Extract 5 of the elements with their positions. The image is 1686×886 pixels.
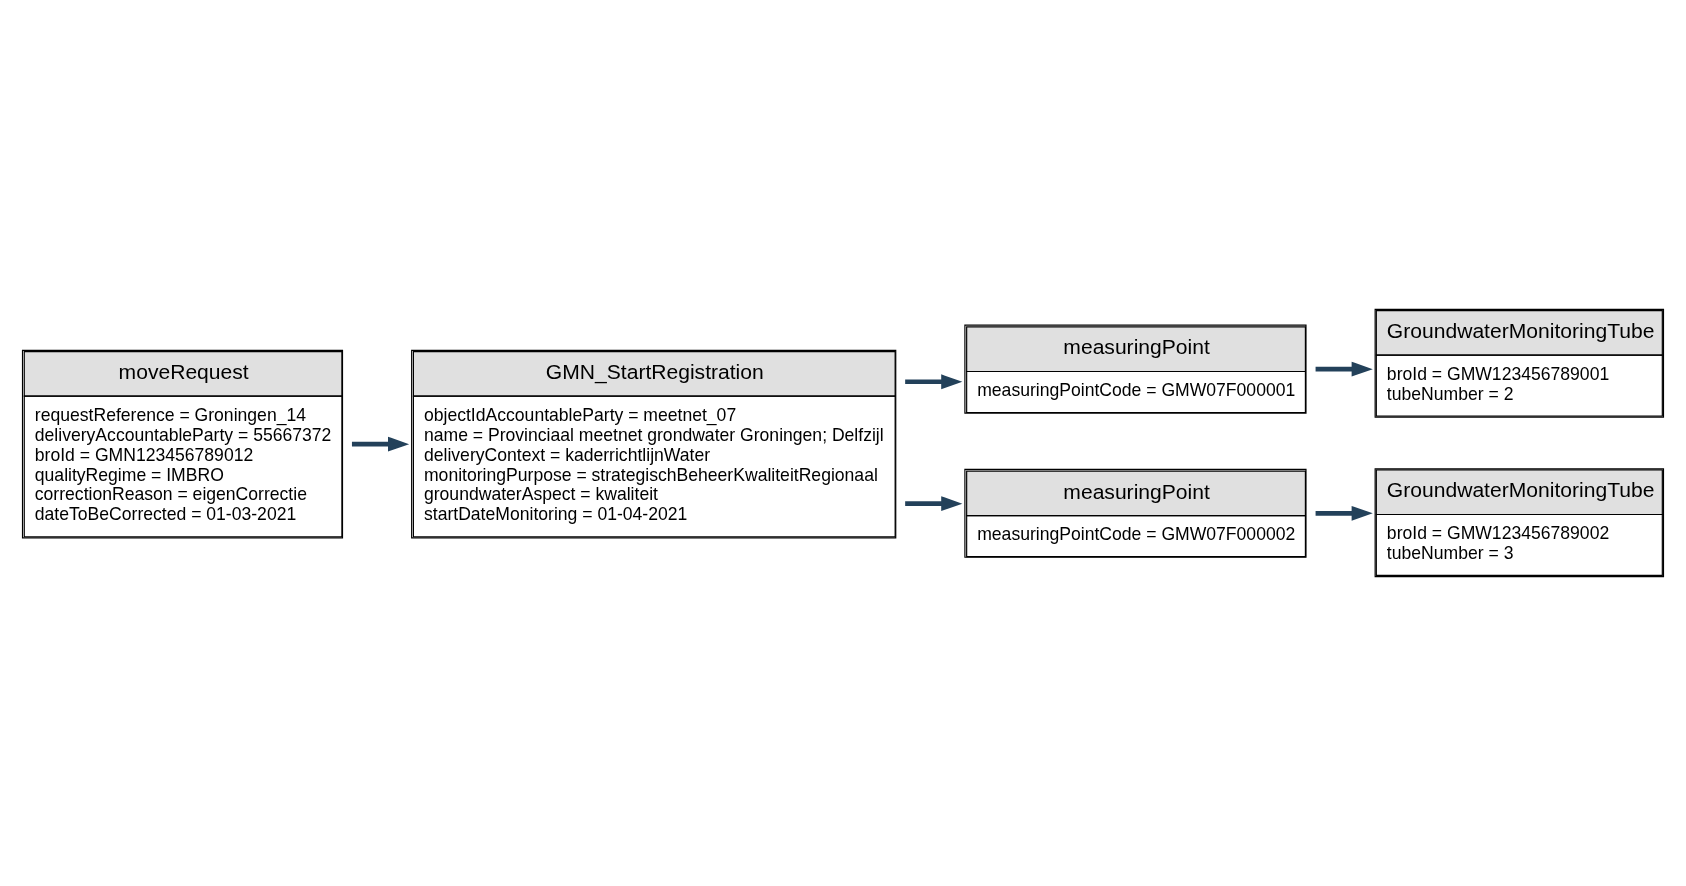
arrow [1315,361,1373,377]
arrow [1315,505,1373,521]
arrow [351,436,410,452]
arrow [905,374,963,390]
arrow [905,496,963,512]
